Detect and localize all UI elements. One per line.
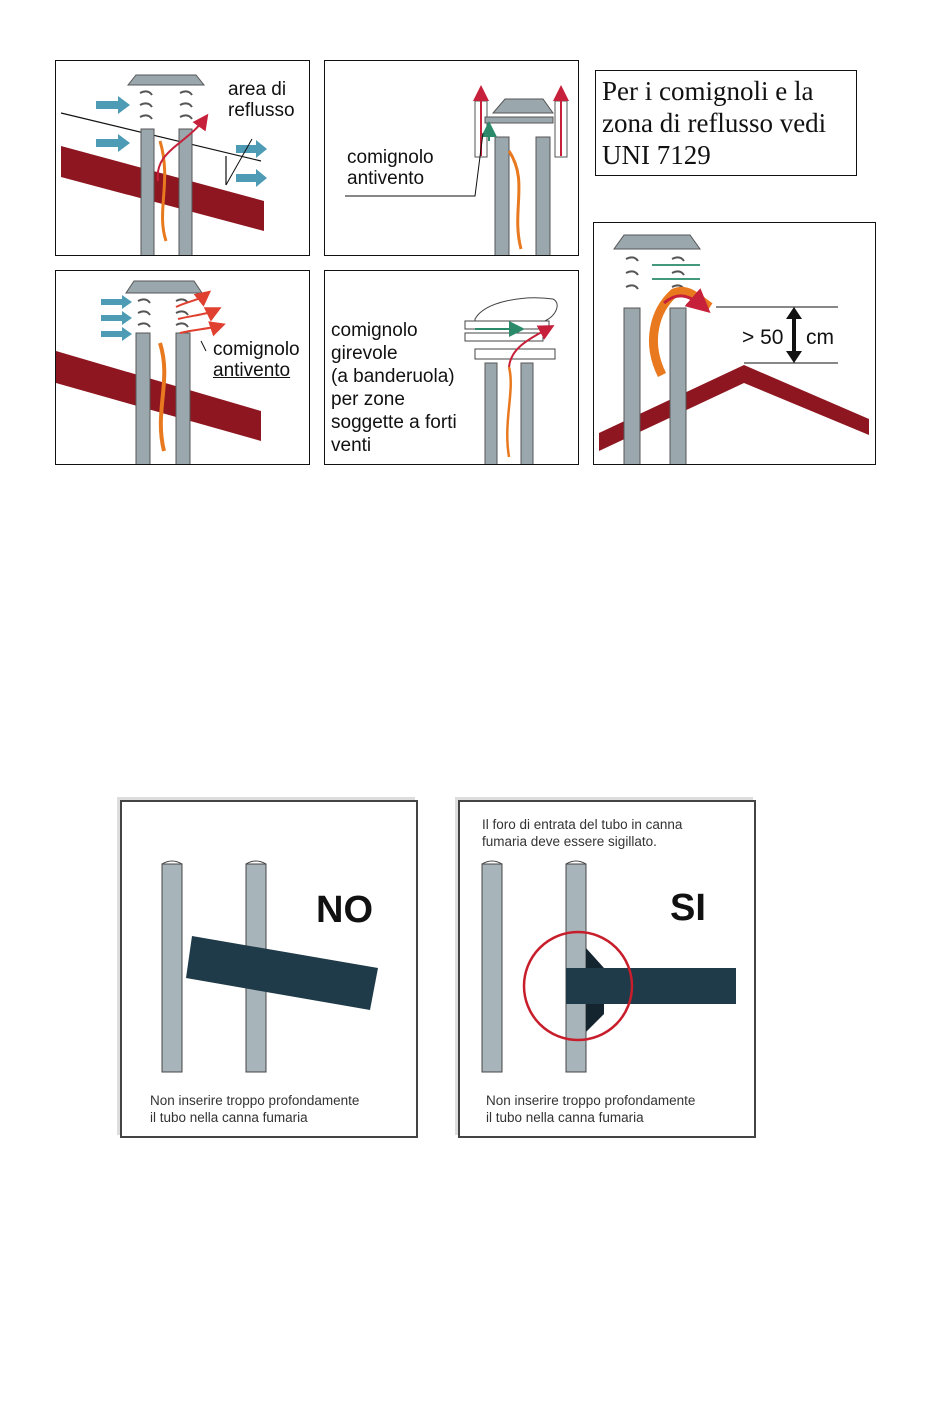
vane-plate-lower — [464, 332, 544, 342]
dimension-arrow-down — [786, 351, 802, 363]
panel-correct-insertion: Il foro di entrata del tubo in canna fum… — [458, 800, 756, 1138]
smoke-exit-arrow — [663, 288, 711, 313]
cap-louvers — [139, 90, 193, 120]
wrong-insertion-caption: Non inserire troppo profondamente il tub… — [150, 1093, 360, 1125]
flue-pipe-correct — [566, 968, 736, 1004]
chimney-wall-left — [135, 332, 151, 464]
panel-windproof-chimney-a: comignolo antivento — [324, 60, 579, 256]
panel-windproof-chimney-b: comignolo antivento — [55, 270, 310, 465]
smoke-exit-arrow — [508, 325, 555, 368]
smoke-flow — [507, 150, 523, 250]
smoke-flow — [506, 366, 512, 458]
cap-louvers — [137, 298, 189, 328]
flue-wall-tops — [481, 860, 587, 865]
flue-pipe-too-deep — [186, 936, 378, 1010]
chimney-wall-right — [520, 362, 534, 464]
dimension-arrow-up — [786, 307, 802, 319]
chimney-wall-right — [175, 332, 191, 464]
windproof-label-b: comignolo antivento — [213, 339, 300, 381]
uni-reference-note: Per i comignoli e la zona di reflusso ve… — [595, 70, 857, 176]
ridge-height-illustration — [599, 234, 869, 464]
smoke-reflux-arrow — [156, 113, 209, 182]
wind-arrows — [101, 295, 132, 341]
wind-arrows — [652, 264, 700, 280]
flue-wall-tops — [161, 860, 267, 865]
panel-reflux-area: area di reflusso — [55, 60, 310, 256]
chimney-cap — [126, 74, 206, 86]
chimney-wall-right — [669, 307, 687, 464]
chimney-cap — [125, 280, 203, 294]
reflux-area-label: area di reflusso — [228, 79, 295, 121]
height-value-label: > 50 — [742, 326, 784, 349]
verdict-no: NO — [316, 889, 373, 931]
seal-instruction-note: Il foro di entrata del tubo in canna fum… — [482, 817, 683, 849]
windproof-chimney-roof-illustration — [56, 280, 261, 464]
chimney-cap — [613, 234, 701, 250]
windproof-label-a: comignolo antivento — [347, 147, 434, 189]
reflux-area-illustration — [60, 74, 267, 255]
correct-insertion-illustration — [481, 860, 736, 1073]
smoke-flow — [158, 140, 168, 242]
chimney-wall-left — [494, 136, 510, 255]
chimney-wall-left — [623, 307, 641, 464]
chimney-wall-right — [535, 136, 551, 255]
chimney-wall-right — [178, 128, 193, 255]
chimney-cap — [491, 98, 554, 114]
roof-slope — [61, 146, 264, 231]
label-leader — [345, 132, 484, 197]
panel-ridge-height: > 50 cm — [593, 222, 876, 465]
panel-rotating-chimney: comignolo girevole (a banderuola) per zo… — [324, 270, 579, 465]
wind-arrows — [96, 96, 267, 187]
roof-slope — [56, 351, 261, 441]
rotating-chimney-label: comignolo girevole (a banderuola) per zo… — [331, 320, 457, 456]
correct-insertion-caption: Non inserire troppo profondamente il tub… — [486, 1093, 696, 1125]
rotating-base — [474, 348, 556, 360]
cap-louvers — [625, 256, 685, 290]
windproof-chimney-illustration — [345, 85, 569, 255]
reflux-boundary-line — [60, 112, 262, 162]
height-unit-label: cm — [806, 326, 834, 349]
flue-wall-left — [481, 863, 503, 1073]
vane-plate — [464, 320, 550, 330]
chimney-wall-left — [484, 362, 498, 464]
inner-cap — [484, 116, 554, 124]
smoke-flow — [158, 342, 167, 452]
label-leader — [225, 138, 253, 186]
vane-hood — [474, 297, 558, 322]
chimney-wall-left — [140, 128, 155, 255]
verdict-si: SI — [670, 887, 706, 929]
panel-wrong-insertion: NO Non inserire troppo profondamente il … — [120, 800, 418, 1138]
label-leader — [200, 340, 207, 352]
wrong-insertion-illustration — [161, 860, 378, 1073]
flue-wall-left — [161, 863, 183, 1073]
rotating-chimney-illustration — [464, 297, 558, 464]
smoke-exit-arrows — [175, 290, 226, 337]
seal-highlight-ring — [522, 930, 634, 1042]
roof-ridge — [599, 365, 869, 451]
